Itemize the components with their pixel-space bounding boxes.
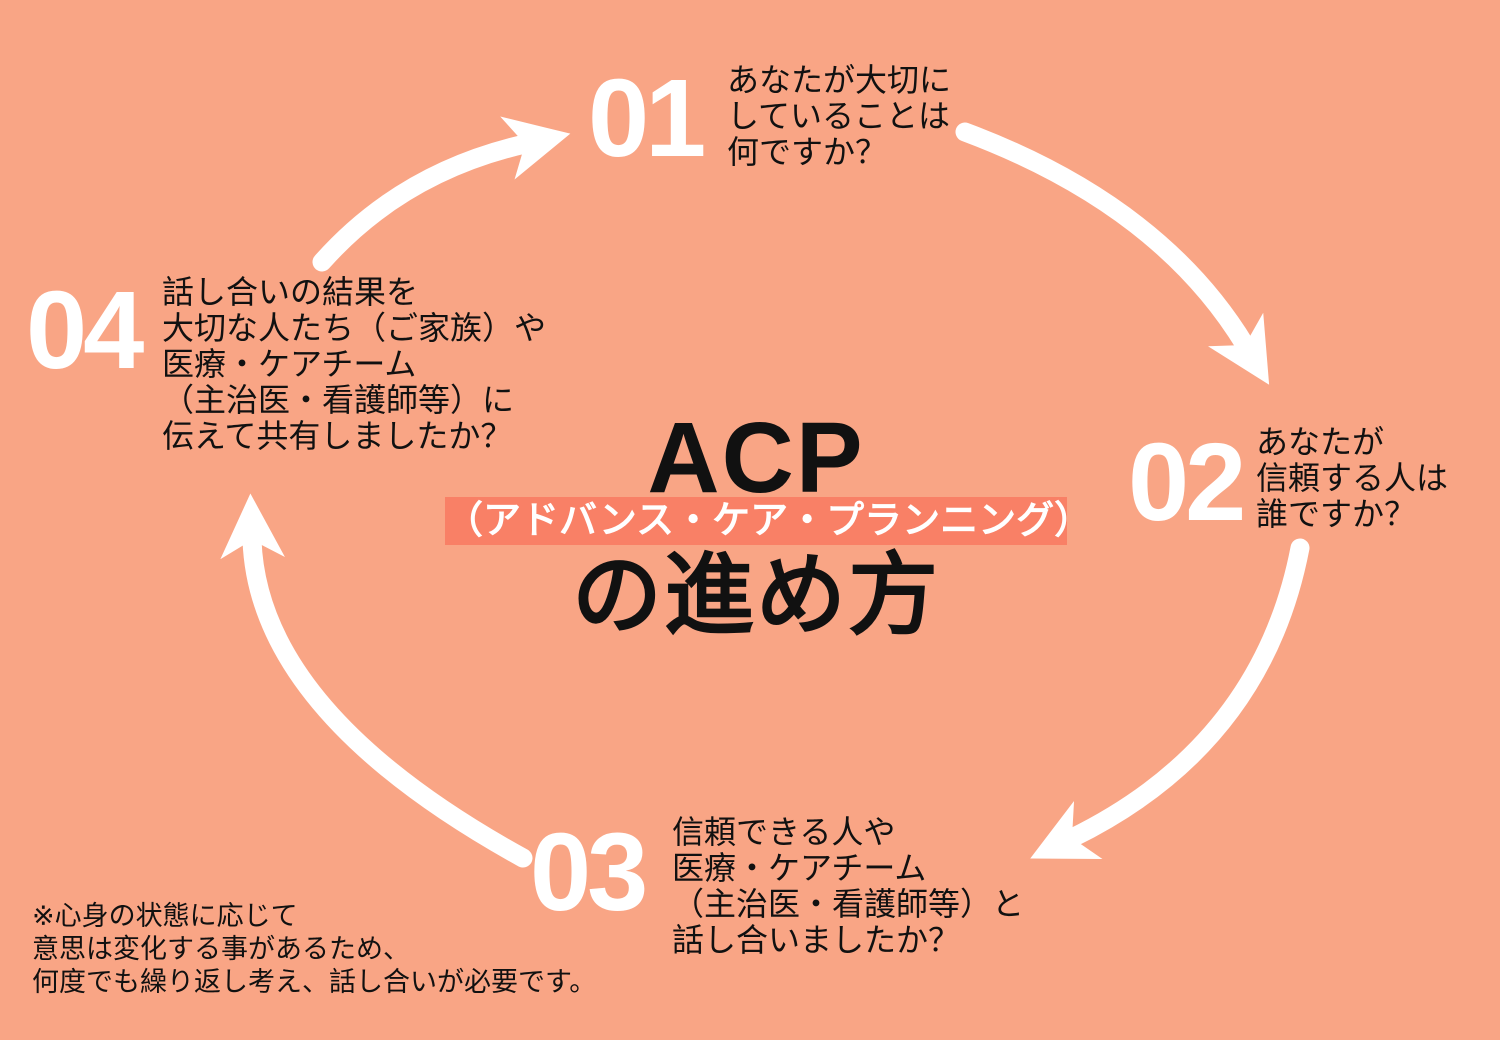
footnote-line: 何度でも繰り返し考え、話し合いが必要です。 [32, 967, 597, 997]
step-text-line: 医療・ケアチーム [672, 850, 927, 886]
step-3-text: 信頼できる人や 医療・ケアチーム （主治医・看護師等）と 話し合いましたか？ [672, 814, 1024, 958]
step-text-line: 医療・ケアチーム [162, 346, 417, 382]
title-subtitle-highlight: （アドバンス・ケア・プランニング） [445, 497, 1092, 545]
step-text-line: していることは [727, 98, 951, 134]
step-text-line: あなたが [1256, 424, 1385, 460]
footnote: ※心身の状態に応じて 意思は変化する事があるため、 何度でも繰り返し考え、話し合… [32, 900, 596, 999]
step-text-line: 誰ですか？ [1256, 496, 1417, 532]
step-text-line: 大切な人たち（ご家族）や [162, 310, 547, 346]
arrow-step4-to-step1 [312, 116, 571, 272]
step-text-line: 話し合いましたか？ [672, 922, 961, 958]
step-text-line: 信頼できる人や [672, 814, 896, 850]
arrow-step1-to-step2 [955, 122, 1270, 385]
step-text-line: 話し合いの結果を [162, 274, 419, 310]
step-1-text: あなたが大切に していることは 何ですか？ [727, 62, 951, 170]
title-suffix: の進め方 [572, 546, 940, 646]
step-text-line: 何ですか？ [727, 134, 888, 170]
step-text-line: （主治医・看護師等）に [162, 382, 515, 418]
step-text-line: 伝えて共有しましたか？ [162, 418, 513, 454]
footnote-line: 意思は変化する事があるため、 [32, 934, 410, 964]
step-text-line: あなたが大切に [727, 62, 952, 98]
step-3-number: 03 [530, 811, 648, 934]
center-title: ACP （アドバンス・ケア・プランニング） の進め方 [445, 402, 1092, 646]
step-2-number: 02 [1128, 421, 1246, 544]
step-1-number: 01 [588, 57, 706, 180]
step-4-number: 04 [26, 269, 144, 392]
step-2-text: あなたが 信頼する人は 誰ですか？ [1256, 424, 1448, 532]
step-text-line: 信頼する人は [1256, 460, 1449, 496]
footnote-line: ※心身の状態に応じて [32, 901, 298, 931]
step-4-text: 話し合いの結果を 大切な人たち（ご家族）や 医療・ケアチーム （主治医・看護師等… [162, 274, 546, 454]
step-text-line: （主治医・看護師等）と [672, 886, 1025, 922]
arrow-step3-to-step4 [220, 493, 533, 868]
arrow-step2-to-step3 [1030, 538, 1310, 860]
title-acronym: ACP [647, 402, 865, 514]
